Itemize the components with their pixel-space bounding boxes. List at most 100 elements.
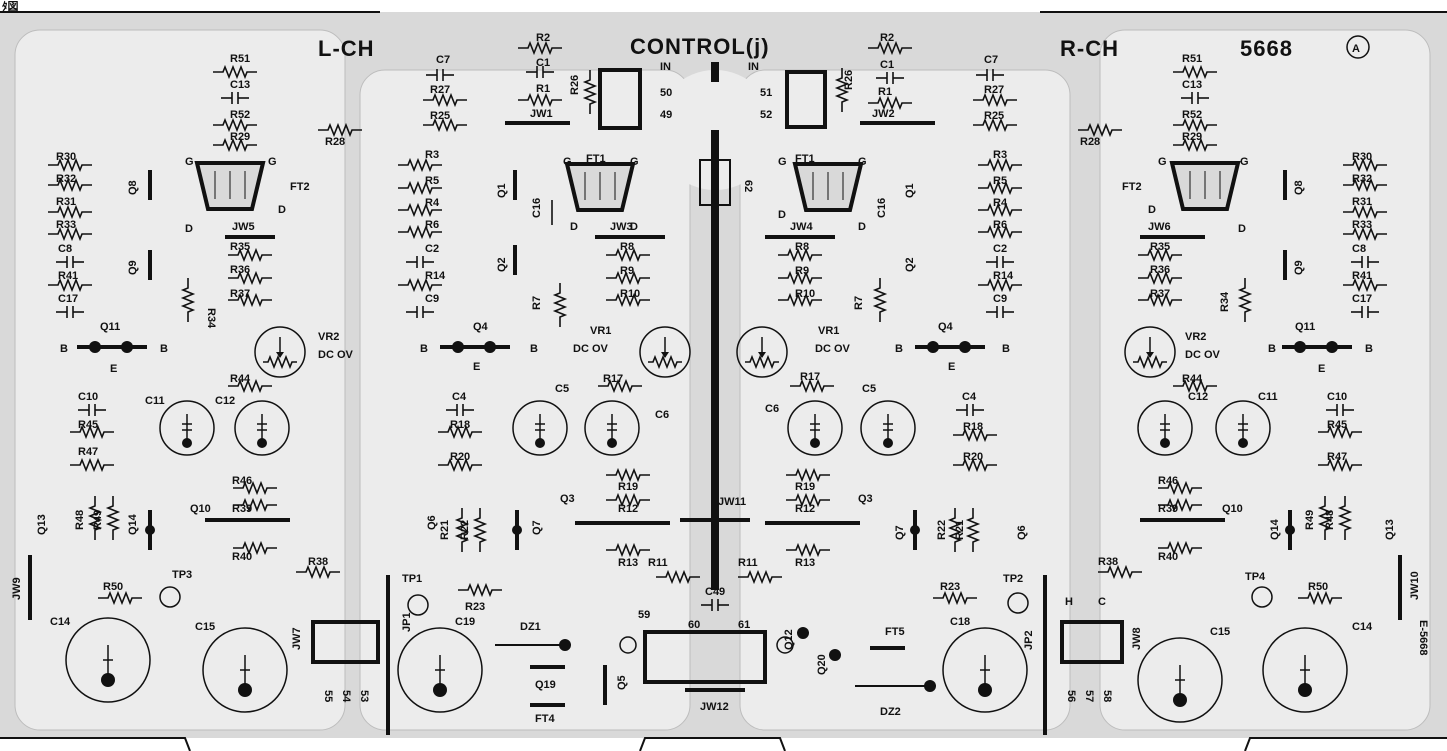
component-label: R51 — [230, 53, 250, 65]
component-label: Q8 — [127, 180, 139, 195]
component-label: C17 — [1352, 293, 1372, 305]
component-label: B — [895, 343, 903, 355]
component-label: R38 — [308, 556, 328, 568]
component-label: C1 — [880, 59, 894, 71]
component-label: E — [1318, 363, 1325, 375]
component-label: B — [420, 343, 428, 355]
component-label: R33 — [56, 219, 76, 231]
component-label: R27 — [984, 84, 1004, 96]
component-label: R1 — [536, 83, 550, 95]
component-label: R1 — [878, 86, 892, 98]
top-left-mark: ﾀ図 — [2, 0, 19, 13]
component-label: R50 — [1308, 581, 1328, 593]
component-label: R6 — [993, 219, 1007, 231]
component-label: Q11 — [100, 321, 120, 333]
component-label: R14 — [993, 270, 1014, 282]
component-label: C9 — [425, 293, 439, 305]
component-label: C16 — [531, 198, 543, 218]
component-label: Q8 — [1293, 180, 1305, 195]
component-label: R8 — [620, 241, 634, 253]
component-label: C19 — [455, 616, 475, 628]
board-number: 5668 — [1240, 36, 1293, 61]
component-label: R48 — [1324, 510, 1336, 530]
component-label: R10 — [795, 288, 815, 300]
component-label: VR2 — [1185, 331, 1206, 343]
component-label: Q3 — [858, 493, 873, 505]
component-label: R32 — [56, 173, 76, 185]
component-label: C17 — [58, 293, 78, 305]
component-label: R30 — [56, 151, 76, 163]
component-label: D — [1238, 223, 1246, 235]
component-label: Q6 — [426, 515, 438, 530]
component-label: Q9 — [127, 260, 139, 275]
component-label: R31 — [56, 196, 76, 208]
component-label: G — [630, 156, 639, 168]
component-label: R4 — [993, 197, 1008, 209]
side-board-text: E-5668 — [1417, 620, 1429, 655]
component-label: C1 — [536, 57, 550, 69]
component-label: B — [1365, 343, 1373, 355]
component-label: 61 — [738, 619, 750, 631]
component-label: 55 — [322, 690, 334, 702]
component-label: B — [60, 343, 68, 355]
component-label: G — [563, 156, 572, 168]
component-label: G — [778, 156, 787, 168]
component-label: R45 — [78, 419, 98, 431]
component-label: Q12 — [783, 629, 795, 650]
component-label: C15 — [1210, 626, 1230, 638]
component-label: TP3 — [172, 569, 192, 581]
component-label: JP1 — [401, 612, 413, 632]
component-label: Q5 — [616, 675, 628, 690]
component-label: 49 — [660, 109, 672, 121]
component-label: R23 — [465, 601, 485, 613]
component-label: R11 — [738, 557, 758, 569]
component-label: R50 — [103, 581, 123, 593]
component-label: R10 — [620, 288, 640, 300]
component-label: G — [185, 156, 194, 168]
component-label: R44 — [1182, 373, 1203, 385]
component-label: Q11 — [1295, 321, 1315, 333]
component-label: C13 — [230, 79, 250, 91]
component-label: R5 — [993, 175, 1007, 187]
left-channel-header: L-CH — [318, 36, 375, 61]
component-label: C — [1098, 596, 1106, 608]
component-label: 60 — [688, 619, 700, 631]
component-label: IN — [660, 61, 671, 73]
component-label: C4 — [452, 391, 467, 403]
component-label: R20 — [450, 451, 470, 463]
right-channel-header: R-CH — [1060, 36, 1119, 61]
component-label: R41 — [1352, 270, 1372, 282]
component-label: R21 — [439, 520, 451, 540]
component-label: Q10 — [190, 503, 211, 515]
component-label: R49 — [1304, 510, 1316, 530]
component-label: R22 — [936, 520, 948, 540]
component-label: R9 — [620, 265, 634, 277]
component-label: D — [1148, 204, 1156, 216]
component-label: R35 — [230, 241, 250, 253]
component-label: R49 — [92, 510, 104, 530]
component-label: R20 — [963, 451, 983, 463]
component-label: JP2 — [1023, 630, 1035, 650]
component-label: 59 — [638, 609, 650, 621]
component-label: R6 — [425, 219, 439, 231]
component-label: JW10 — [1409, 571, 1421, 600]
component-label: D — [630, 221, 638, 233]
component-label: D — [778, 209, 786, 221]
component-label: R33 — [1352, 219, 1372, 231]
component-label: R5 — [425, 175, 439, 187]
component-label: R46 — [1158, 475, 1178, 487]
component-label: Q7 — [531, 520, 543, 535]
component-label: R29 — [1182, 131, 1202, 143]
component-label: G — [1240, 156, 1249, 168]
component-label: C9 — [993, 293, 1007, 305]
component-label: R2 — [880, 32, 894, 44]
control-header: CONTROL(j) — [630, 34, 770, 59]
component-label: R23 — [940, 581, 960, 593]
component-label: JW6 — [1148, 221, 1171, 233]
component-label: R8 — [795, 241, 809, 253]
component-label: TP4 — [1245, 571, 1266, 583]
component-label: Q20 — [816, 654, 828, 675]
component-label: R39 — [232, 503, 252, 515]
component-label: VR1 — [818, 325, 839, 337]
